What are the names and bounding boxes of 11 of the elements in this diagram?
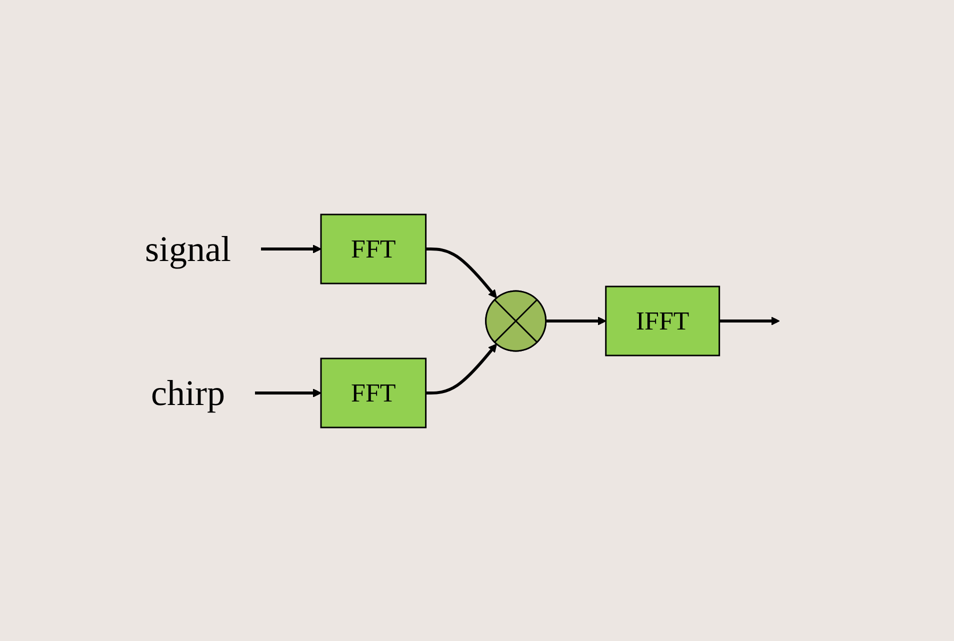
node-box: FFT <box>320 357 426 428</box>
arrow <box>260 244 322 253</box>
arrow <box>254 388 322 397</box>
node-text: chirp <box>150 372 225 412</box>
node-box: IFFT <box>604 285 720 356</box>
node-text: signal <box>144 228 231 268</box>
arrow <box>546 316 606 325</box>
arrow <box>426 247 497 298</box>
arrow <box>426 343 497 394</box>
node-box: FFT <box>320 213 426 284</box>
arrow <box>719 316 780 325</box>
